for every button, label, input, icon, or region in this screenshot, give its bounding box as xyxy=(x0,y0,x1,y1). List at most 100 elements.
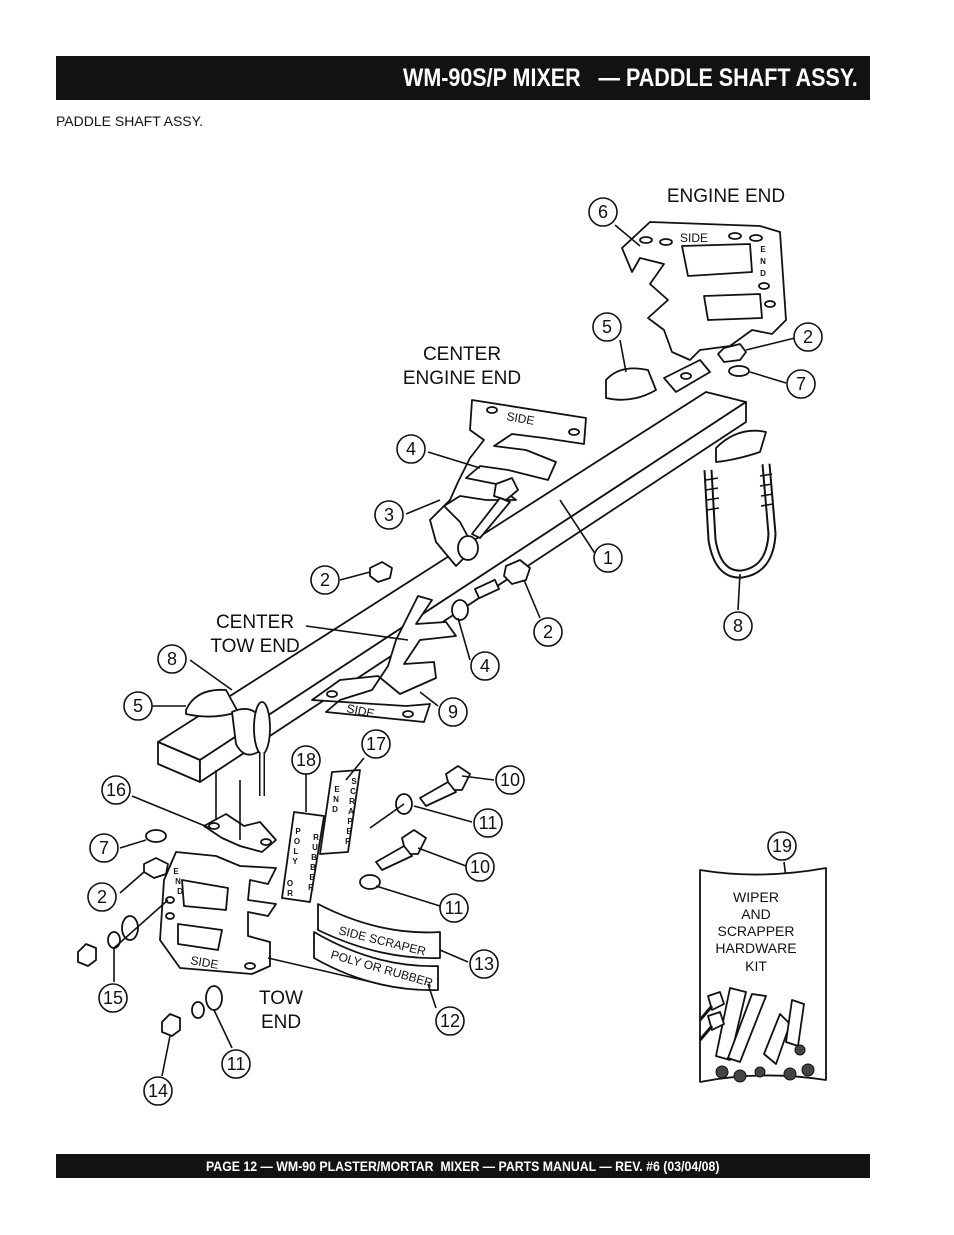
svg-text:17: 17 xyxy=(366,734,386,754)
callout-7: 7 xyxy=(786,369,816,399)
svg-text:2: 2 xyxy=(803,327,813,347)
flat-washer-tow xyxy=(121,915,139,941)
hex-nut-tow-3 xyxy=(161,1013,181,1037)
label-center-engine-end-1: CENTER xyxy=(423,344,501,365)
svg-text:16: 16 xyxy=(106,780,126,800)
label-tow-end-1: TOW xyxy=(259,988,303,1009)
callout-14: 14 xyxy=(143,1076,173,1106)
hex-nut-engine xyxy=(717,343,747,363)
end-scraper: E N D S C R A P E R xyxy=(319,769,361,855)
header-bar: WM-90S/P MIXER — PADDLE SHAFT ASSY. xyxy=(56,56,870,100)
footer-bar: PAGE 12 — WM-90 PLASTER/MORTAR MIXER — P… xyxy=(56,1154,870,1178)
callout-12: 12 xyxy=(435,1006,465,1036)
bolt-stub-center xyxy=(474,578,500,600)
callout-13: 13 xyxy=(469,949,499,979)
hex-nut-center-2 xyxy=(503,559,531,585)
stamp-end-tow-d: D xyxy=(177,887,183,896)
callout-7: 7 xyxy=(89,833,119,863)
svg-text:3: 3 xyxy=(384,505,394,525)
svg-text:6: 6 xyxy=(598,202,608,222)
svg-text:Y: Y xyxy=(292,857,298,866)
svg-text:8: 8 xyxy=(167,649,177,669)
callout-19: 19 xyxy=(767,831,797,861)
svg-text:D: D xyxy=(332,805,338,814)
tow-end-paddle: E N D SIDE xyxy=(159,851,277,975)
stamp-side-engine: SIDE xyxy=(680,231,708,245)
callout-10: 10 xyxy=(495,765,525,795)
svg-text:2: 2 xyxy=(97,887,107,907)
svg-text:R: R xyxy=(308,883,314,892)
svg-text:1: 1 xyxy=(603,548,613,568)
callout-2: 2 xyxy=(87,882,117,912)
leader-lines xyxy=(113,224,801,1077)
hex-nut-center-1 xyxy=(369,561,393,583)
svg-text:O: O xyxy=(287,879,293,888)
callout-5: 5 xyxy=(592,312,622,342)
callout-17: 17 xyxy=(361,729,391,759)
svg-text:R: R xyxy=(349,797,355,806)
footer-text: PAGE 12 — WM-90 PLASTER/MORTAR MIXER — P… xyxy=(206,1158,720,1174)
svg-text:5: 5 xyxy=(602,317,612,337)
callout-3: 3 xyxy=(374,500,404,530)
bracket-hole xyxy=(680,372,692,380)
hex-nut-tow xyxy=(143,857,169,879)
svg-text:13: 13 xyxy=(474,954,494,974)
svg-text:2: 2 xyxy=(320,570,330,590)
hardware-kit-bag: WIPER AND SCRAPPER HARDWARE KIT xyxy=(698,867,827,1083)
stamp-end-engine-n: N xyxy=(760,257,766,266)
svg-text:R: R xyxy=(313,833,319,842)
stamp-end-tow-e: E xyxy=(173,867,179,876)
bolt-head-center-2 xyxy=(451,599,469,621)
callout-9: 9 xyxy=(438,697,468,727)
callout-16: 16 xyxy=(101,775,131,805)
svg-text:5: 5 xyxy=(133,696,143,716)
poly-rubber-end-wiper: P O L Y R U B B E R O R xyxy=(281,811,325,903)
callout-2: 2 xyxy=(793,322,823,352)
svg-text:P: P xyxy=(347,817,353,826)
svg-text:L: L xyxy=(294,847,299,856)
stamp-side-center-engine: SIDE xyxy=(505,409,535,428)
kit-line-5: KIT xyxy=(745,958,767,974)
callout-10: 10 xyxy=(465,852,495,882)
svg-text:10: 10 xyxy=(500,770,520,790)
stamp-side-center-tow: SIDE xyxy=(345,701,375,721)
label-center-tow-end-1: CENTER xyxy=(216,612,294,633)
callout-4: 4 xyxy=(396,434,426,464)
svg-text:E: E xyxy=(334,785,340,794)
stamp-side-tow: SIDE xyxy=(189,953,219,972)
clamp-half-tow xyxy=(185,688,239,718)
svg-text:11: 11 xyxy=(445,898,464,918)
section-subtitle: PADDLE SHAFT ASSY. xyxy=(56,113,204,129)
engine-end-paddle: SIDE E N D xyxy=(621,221,787,361)
bolt-hole-center xyxy=(457,535,479,561)
callout-2: 2 xyxy=(310,565,340,595)
bolt-10-lower xyxy=(375,829,427,871)
lock-washer-engine xyxy=(728,365,750,377)
page-title: WM-90S/P MIXER — PADDLE SHAFT ASSY. xyxy=(403,63,858,92)
kit-line-2: AND xyxy=(741,906,771,922)
svg-text:A: A xyxy=(348,807,354,816)
washer-11-lower xyxy=(359,874,381,890)
kit-line-4: HARDWARE xyxy=(715,940,796,956)
center-tow-paddle: SIDE xyxy=(311,595,457,723)
label-tow-end-2: END xyxy=(261,1012,301,1033)
lock-washer-tow-3 xyxy=(191,1001,205,1019)
svg-text:11: 11 xyxy=(479,813,498,833)
svg-text:18: 18 xyxy=(296,750,316,770)
svg-text:4: 4 xyxy=(406,439,416,459)
label-center-engine-end-2: ENGINE END xyxy=(403,368,521,389)
svg-text:R: R xyxy=(345,837,351,846)
callout-11: 11 xyxy=(439,893,469,923)
svg-text:O: O xyxy=(294,837,300,846)
callout-1: 1 xyxy=(593,543,623,573)
svg-text:S: S xyxy=(351,777,357,786)
callout-4: 4 xyxy=(470,651,500,681)
callout-2: 2 xyxy=(533,617,563,647)
svg-text:8: 8 xyxy=(733,616,743,636)
svg-text:12: 12 xyxy=(440,1011,460,1031)
kit-line-1: WIPER xyxy=(733,889,779,905)
svg-text:E: E xyxy=(309,873,315,882)
callout-5: 5 xyxy=(123,691,153,721)
bolt-10-upper xyxy=(419,765,471,807)
